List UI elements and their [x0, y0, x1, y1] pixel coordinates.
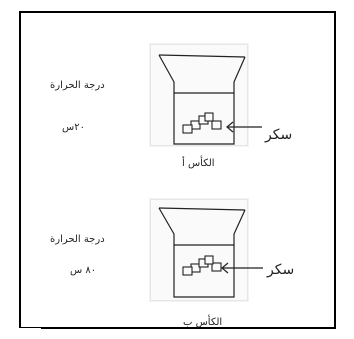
- beaker-name-b: الكأس ب: [183, 317, 223, 328]
- beaker-name-a: الكأس أ: [182, 158, 215, 169]
- arrow-b: [221, 262, 263, 274]
- arrow-a: [226, 121, 262, 133]
- sugar-cubes-b: [182, 255, 222, 276]
- sugar-label-a: سكر: [265, 127, 293, 143]
- sugar-cubes-a: [182, 112, 222, 134]
- sugar-label-b: سكر: [267, 262, 295, 278]
- temperature-value-a: ٢٠س: [62, 122, 85, 133]
- beaker-b-tile: [150, 199, 248, 301]
- temperature-label-b: درجة الحرارة: [50, 234, 105, 245]
- temperature-value-b: ٨٠ س: [70, 265, 97, 276]
- temperature-label-a: درجة الحرارة: [50, 80, 105, 91]
- frame-corner-gap: [16, 328, 41, 332]
- beaker-a-icon: [158, 54, 246, 145]
- beaker-b-icon: [158, 207, 246, 298]
